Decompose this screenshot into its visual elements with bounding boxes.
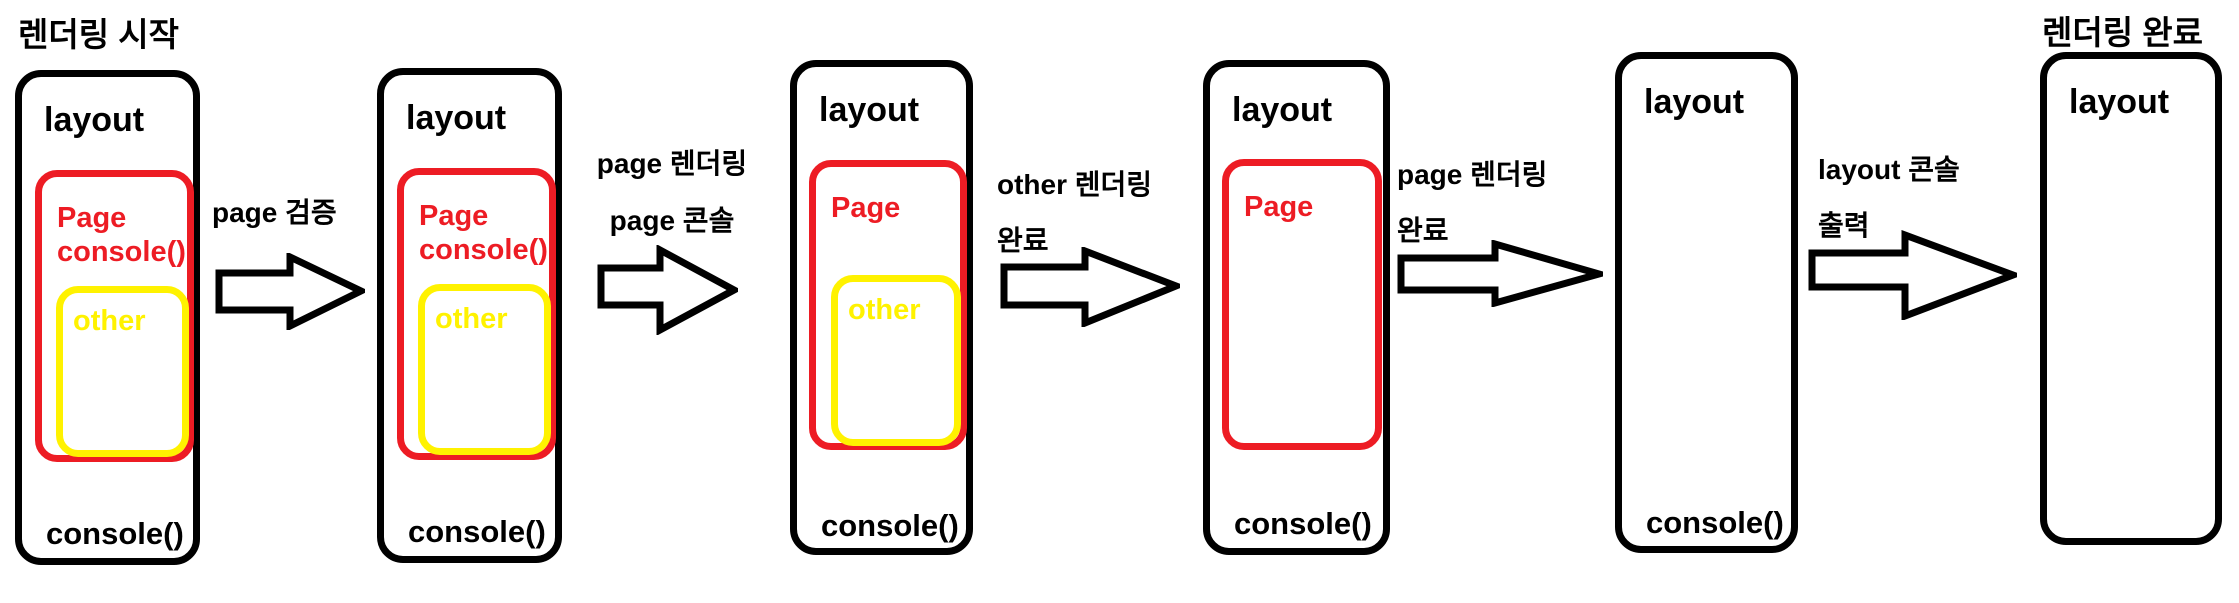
stage-3-page-label: Page <box>831 191 900 225</box>
stage-1-other-label: other <box>73 305 146 337</box>
arrow-2-label-line1: page 렌더링 <box>596 148 748 179</box>
stage-5-layout-label: layout <box>1644 83 1745 121</box>
stage-1-page-label: Page console() <box>57 201 186 269</box>
stage-4-page-text: Page <box>1244 191 1314 223</box>
stage-3-layout-box: layout Page other console() <box>790 60 973 555</box>
stage-2-layout-label: layout <box>406 99 507 137</box>
stage-6-layout-label: layout <box>2069 83 2170 121</box>
arrow-page-rendering-console <box>597 245 738 335</box>
stage-4-layout-label: layout <box>1232 91 1333 129</box>
stage-2-other-box: other <box>418 284 551 455</box>
stage-3-other-box: other <box>831 275 961 446</box>
stage-1-page-console-text: console() <box>57 236 186 268</box>
stage-1-layout-box: layout Page console() other console() <box>15 70 200 565</box>
arrow-4-label-line2: 완료 <box>1397 215 1449 246</box>
stage-6-layout-box: layout <box>2040 52 2222 545</box>
stage-3-page-text: Page <box>831 192 901 224</box>
stage-2-page-console-text: console() <box>419 234 548 266</box>
arrow-3-label-line1: other 렌더링 <box>997 169 1153 200</box>
stage-2-layout-box: layout Page console() other console() <box>377 68 562 563</box>
arrow-page-rendering-complete <box>1397 240 1603 307</box>
arrow-4-label-line1: page 렌더링 <box>1397 159 1548 190</box>
stage-3-other-label: other <box>848 294 921 326</box>
stage-2-page-label: Page console() <box>419 199 548 267</box>
stage-4-console-label: console() <box>1234 506 1372 541</box>
stage-2-console-label: console() <box>408 514 546 549</box>
arrow-3-label-line2: 완료 <box>997 225 1049 256</box>
arrow-layout-console-output <box>1808 230 2017 320</box>
stage-2-page-box: Page console() other <box>397 168 556 460</box>
caption-rendering-complete: 렌더링 완료 <box>2042 14 2203 51</box>
arrow-5-label-line2: 출력 <box>1818 210 1870 241</box>
stage-1-page-box: Page console() other <box>35 170 194 462</box>
stage-5-console-label: console() <box>1646 505 1784 540</box>
stage-3-page-box: Page other <box>809 160 967 450</box>
stage-4-page-label: Page <box>1244 190 1313 224</box>
stage-1-layout-label: layout <box>44 101 145 139</box>
stage-4-layout-box: layout Page console() <box>1203 60 1390 555</box>
stage-3-console-label: console() <box>821 508 959 543</box>
arrow-5-label-line1: layout 콘솔 <box>1818 154 1960 185</box>
stage-5-layout-box: layout console() <box>1615 52 1798 553</box>
caption-rendering-start: 렌더링 시작 <box>18 16 179 53</box>
arrow-other-rendering-complete <box>1000 247 1180 327</box>
arrow-page-validation <box>215 253 365 330</box>
stage-2-other-label: other <box>435 303 508 335</box>
arrow-2-label-line2: page 콘솔 <box>609 205 735 236</box>
stage-4-page-box: Page <box>1222 159 1382 450</box>
stage-1-console-label: console() <box>46 516 184 551</box>
stage-1-other-box: other <box>56 286 189 457</box>
stage-1-page-text: Page <box>57 202 127 234</box>
stage-2-page-text: Page <box>419 200 489 232</box>
arrow-1-label: page 검증 <box>212 197 337 228</box>
stage-3-layout-label: layout <box>819 91 920 129</box>
